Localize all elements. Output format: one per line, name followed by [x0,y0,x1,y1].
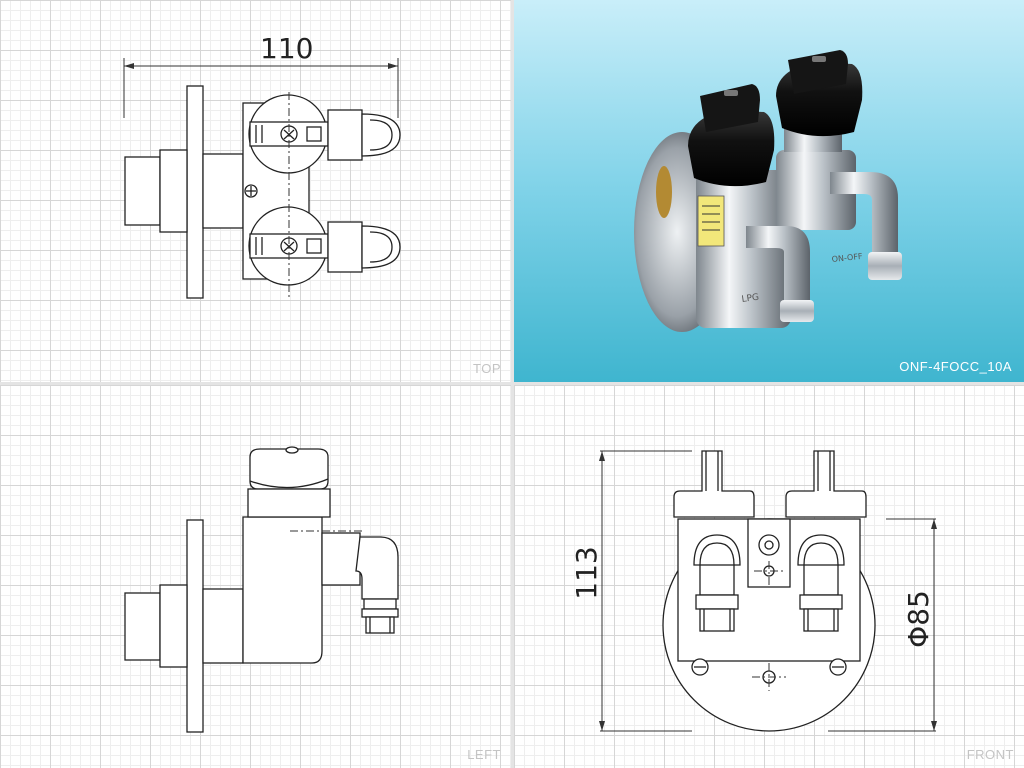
panel-divider-horizontal [0,382,1024,385]
wall-flange [186,85,204,299]
mounting-screw-icons [691,658,847,691]
product-code-caption: ONF-4FOCC_10A [899,359,1012,374]
wall-flange-left [186,519,204,733]
back-knob-icon [776,50,863,137]
width-dimension: 110 [123,32,399,118]
inlet-stub-left [124,592,161,661]
lower-valve-top [248,206,401,286]
front-knob-icon [688,84,775,187]
product-photo-panel: LPG ON-OFF ONF-4FOCC_10A [514,0,1024,382]
left-view-drawing [124,446,399,733]
upper-valve-top [248,94,401,174]
knob-left-icon [247,446,331,518]
top-view-panel: 110 [0,0,511,382]
width-dimension-value: 110 [260,32,313,65]
outlet-pipe-front [746,226,810,312]
height-dimension: 113 [570,450,692,732]
inlet-stub [124,156,161,226]
on-off-marking: ON-OFF [831,252,863,264]
top-view-drawing: 110 [123,32,401,300]
diameter-dimension-value: Φ85 [902,590,935,648]
outlet-elbow-left [321,532,399,634]
right-knob-front-icon [785,450,867,518]
height-dimension-value: 113 [570,546,603,599]
left-knob-front-icon [673,450,755,518]
product-photo: LPG ON-OFF [634,50,902,332]
view-label-front: FRONT [966,747,1014,762]
outlet-pipe-back [830,172,898,262]
view-label-top: TOP [473,361,501,376]
left-view-panel: LEFT [0,385,511,768]
left-outlet-front [693,534,741,632]
front-view-panel: 113 Φ85 [514,385,1024,768]
front-view-drawing: 113 Φ85 [570,450,937,732]
valve-body-left [242,516,323,664]
right-outlet-front [797,534,845,632]
diameter-dimension: Φ85 [828,518,937,732]
lpg-marking: LPG [741,293,760,305]
view-label-left: LEFT [467,747,501,762]
